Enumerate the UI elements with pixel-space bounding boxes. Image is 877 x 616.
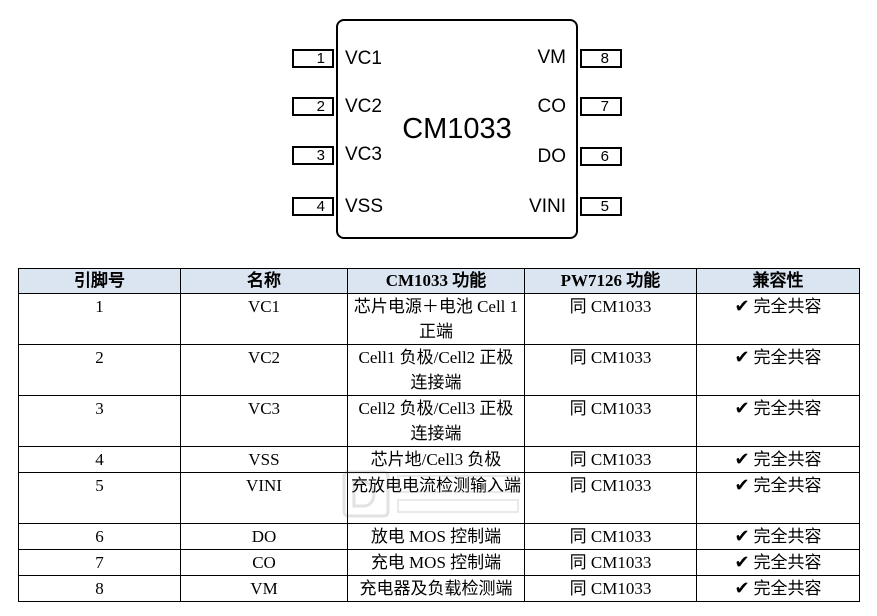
- cell-pw-function: 同 CM1033: [524, 523, 697, 550]
- cell-name: VSS: [180, 446, 348, 473]
- table-row: 3 VC3 Cell2 负极/Cell3 正极连接端 同 CM1033 ✔完全共…: [18, 395, 860, 447]
- cell-pw-function: 同 CM1033: [524, 344, 697, 396]
- pin-6-box: 6: [580, 147, 622, 166]
- check-mark-icon: ✔: [734, 296, 750, 317]
- cell-compatibility: ✔完全共容: [696, 575, 860, 602]
- pin-2-box: 2: [292, 97, 334, 116]
- table-row: 1 VC1 芯片电源＋电池 Cell 1 正端 同 CM1033 ✔完全共容: [18, 293, 860, 345]
- cell-name: CO: [180, 549, 348, 576]
- table-row: 4 VSS 芯片地/Cell3 负极 同 CM1033 ✔完全共容: [18, 446, 860, 473]
- compat-text: 完全共容: [753, 553, 822, 572]
- cell-pin: 8: [18, 575, 181, 602]
- cell-compatibility: ✔完全共容: [696, 523, 860, 550]
- pin-2-label: VC2: [345, 96, 382, 117]
- cell-cm-function: Cell2 负极/Cell3 正极连接端: [347, 395, 525, 447]
- cell-pin: 7: [18, 549, 181, 576]
- table-row: 6 DO 放电 MOS 控制端 同 CM1033 ✔完全共容: [18, 523, 860, 550]
- header-cm1033-function: CM1033 功能: [347, 268, 525, 294]
- cell-cm-function: 放电 MOS 控制端: [347, 523, 525, 550]
- compat-text: 完全共容: [753, 476, 822, 495]
- pin-5-label: VINI: [529, 196, 566, 217]
- cell-cm-function: 充电 MOS 控制端: [347, 549, 525, 576]
- cell-cm-function: 芯片地/Cell3 负极: [347, 446, 525, 473]
- table-row: 8 VM 充电器及负载检测端 同 CM1033 ✔完全共容: [18, 575, 860, 602]
- header-name: 名称: [180, 268, 348, 294]
- pin-8-label: VM: [537, 47, 567, 68]
- cell-pin: 1: [18, 293, 181, 345]
- compat-text: 完全共容: [753, 399, 822, 418]
- check-mark-icon: ✔: [734, 398, 750, 419]
- cell-pin: 2: [18, 344, 181, 396]
- cell-name: DO: [180, 523, 348, 550]
- compat-text: 完全共容: [753, 527, 822, 546]
- cell-pw-function: 同 CM1033: [524, 293, 697, 345]
- compat-text: 完全共容: [753, 450, 822, 469]
- check-mark-icon: ✔: [734, 526, 750, 547]
- cell-pin: 4: [18, 446, 181, 473]
- compat-text: 完全共容: [753, 348, 822, 367]
- pin-function-table: 引脚号 名称 CM1033 功能 PW7126 功能 兼容性 1 VC1 芯片电…: [18, 268, 860, 602]
- pin-3-label: VC3: [345, 144, 382, 165]
- cell-name: VC3: [180, 395, 348, 447]
- header-pw7126-function: PW7126 功能: [524, 268, 697, 294]
- cell-cm-function: 芯片电源＋电池 Cell 1 正端: [347, 293, 525, 345]
- cell-pw-function: 同 CM1033: [524, 446, 697, 473]
- pin-8-box: 8: [580, 49, 622, 68]
- table-row: 5 VINI 充放电电流检测输入端 同 CM1033 ✔完全共容: [18, 472, 860, 524]
- cell-pin: 5: [18, 472, 181, 524]
- header-compatibility: 兼容性: [696, 268, 860, 294]
- cell-pin: 6: [18, 523, 181, 550]
- pin-4-box: 4: [292, 197, 334, 216]
- cell-pw-function: 同 CM1033: [524, 472, 697, 524]
- check-mark-icon: ✔: [734, 475, 750, 496]
- cell-pw-function: 同 CM1033: [524, 549, 697, 576]
- pin-5-box: 5: [580, 197, 622, 216]
- cell-name: VC1: [180, 293, 348, 345]
- check-mark-icon: ✔: [734, 578, 750, 599]
- pin-3-box: 3: [292, 146, 334, 165]
- cell-pw-function: 同 CM1033: [524, 575, 697, 602]
- pin-7-label: CO: [537, 96, 567, 117]
- cell-compatibility: ✔完全共容: [696, 446, 860, 473]
- cell-compatibility: ✔完全共容: [696, 293, 860, 345]
- cell-name: VC2: [180, 344, 348, 396]
- cell-compatibility: ✔完全共容: [696, 472, 860, 524]
- compat-text: 完全共容: [753, 579, 822, 598]
- cell-name: VM: [180, 575, 348, 602]
- table-row: 7 CO 充电 MOS 控制端 同 CM1033 ✔完全共容: [18, 549, 860, 576]
- pin-7-box: 7: [580, 97, 622, 116]
- table-row: 2 VC2 Cell1 负极/Cell2 正极连接端 同 CM1033 ✔完全共…: [18, 344, 860, 396]
- cell-cm-function: 充放电电流检测输入端: [347, 472, 525, 524]
- pin-1-box: 1: [292, 49, 334, 68]
- cell-name: VINI: [180, 472, 348, 524]
- check-mark-icon: ✔: [734, 449, 750, 470]
- chip-body: CM1033: [336, 19, 578, 239]
- cell-compatibility: ✔完全共容: [696, 344, 860, 396]
- cell-pin: 3: [18, 395, 181, 447]
- check-mark-icon: ✔: [734, 347, 750, 368]
- pin-4-label: VSS: [345, 196, 384, 217]
- header-pin-number: 引脚号: [18, 268, 181, 294]
- check-mark-icon: ✔: [734, 552, 750, 573]
- cell-compatibility: ✔完全共容: [696, 549, 860, 576]
- cell-cm-function: 充电器及负载检测端: [347, 575, 525, 602]
- table-header-row: 引脚号 名称 CM1033 功能 PW7126 功能 兼容性: [18, 268, 860, 294]
- chip-name: CM1033: [402, 113, 512, 145]
- pin-1-label: VC1: [345, 48, 382, 69]
- watermark-logo: [342, 470, 519, 518]
- pin-6-label: DO: [537, 146, 567, 167]
- cell-compatibility: ✔完全共容: [696, 395, 860, 447]
- compat-text: 完全共容: [753, 297, 822, 316]
- cell-pw-function: 同 CM1033: [524, 395, 697, 447]
- cell-cm-function: Cell1 负极/Cell2 正极连接端: [347, 344, 525, 396]
